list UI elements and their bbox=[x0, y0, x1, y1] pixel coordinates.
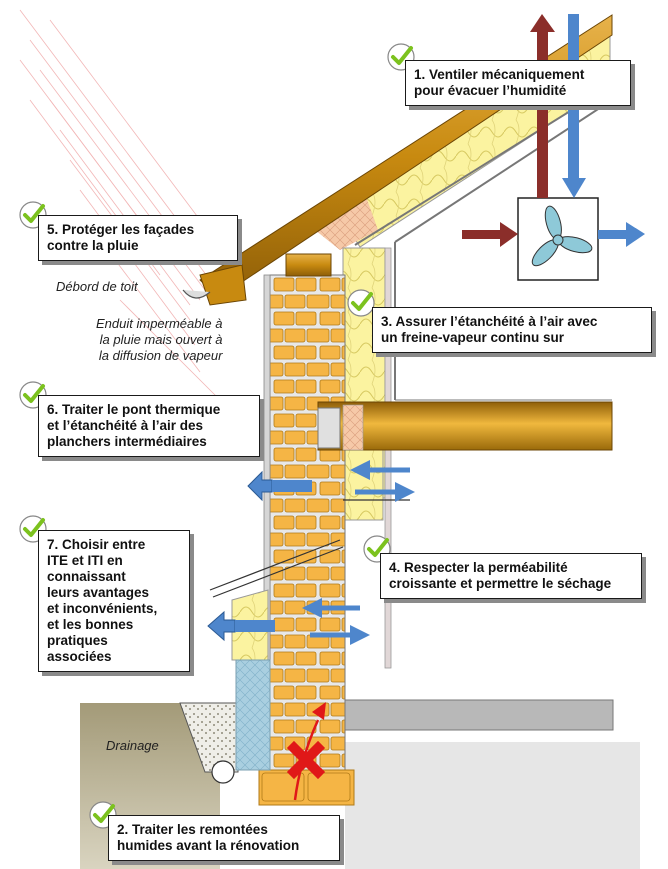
drainage-gravel bbox=[179, 702, 239, 773]
callout-4-line: croissante et permettre le séchage bbox=[389, 576, 612, 591]
wall-insulation-inner-low bbox=[342, 449, 384, 521]
label-enduit-line: la diffusion de vapeur bbox=[98, 348, 223, 363]
ground-right bbox=[345, 742, 640, 869]
rising-damp-arrow-head bbox=[312, 702, 326, 720]
callout-7-line: leurs avantages bbox=[47, 585, 150, 600]
callout-7-line: associées bbox=[47, 649, 112, 664]
ite-insulation-blue bbox=[235, 659, 271, 771]
fan-icon bbox=[531, 205, 593, 267]
floor-slab bbox=[344, 699, 614, 731]
vapour-strip bbox=[384, 247, 392, 669]
roof-fascia bbox=[199, 264, 247, 306]
callout-7-line: ITE et ITI en bbox=[47, 553, 123, 568]
callout-3-line: 3. Assurer l’étanchéité à l’air avec bbox=[381, 314, 598, 329]
callout-7-line: pratiques bbox=[47, 633, 108, 648]
label-enduit-line: la pluie mais ouvert à bbox=[99, 332, 223, 347]
callout-4-permeability: 4. Respecter la perméabilité croissante … bbox=[380, 553, 642, 599]
wall-cap-beam bbox=[285, 253, 332, 277]
check-icon bbox=[347, 289, 375, 317]
callout-6-thermal-bridge: 6. Traiter le pont thermique et l’étanch… bbox=[38, 395, 260, 457]
floor-beam-end bbox=[317, 407, 341, 449]
callout-2-line: 2. Traiter les remontées bbox=[117, 822, 268, 837]
callout-5-rain: 5. Protéger les façades contre la pluie bbox=[38, 215, 238, 261]
intake-red-head bbox=[500, 222, 518, 247]
slant-board-lower bbox=[209, 539, 344, 598]
footing-brick-a bbox=[261, 772, 305, 802]
callout-4-line: 4. Respecter la perméabilité bbox=[389, 560, 568, 575]
label-enduit: Enduit imperméable à la pluie mais ouver… bbox=[96, 316, 222, 364]
callout-2-rising-damp: 2. Traiter les remontées humides avant l… bbox=[108, 815, 340, 861]
intake-blue-head bbox=[562, 178, 586, 198]
arrow-out-lower bbox=[207, 610, 236, 642]
callout-7-line: connaissant bbox=[47, 569, 126, 584]
callout-1-ventilation: 1. Ventiler mécaniquement pour évacuer l… bbox=[405, 60, 631, 106]
arrow-out-lower-shaft bbox=[235, 620, 275, 632]
callout-7-ite-iti: 7. Choisir entre ITE et ITI en connaissa… bbox=[38, 530, 190, 672]
callout-7-line: 7. Choisir entre bbox=[47, 537, 146, 552]
intake-red-shaft bbox=[462, 230, 502, 239]
label-drainage-text: Drainage bbox=[106, 738, 159, 753]
callout-6-line: 6. Traiter le pont thermique bbox=[47, 402, 221, 417]
arrow-out-upper bbox=[247, 470, 273, 502]
exhaust-blue-shaft bbox=[598, 230, 628, 239]
callout-7-line: et les bonnes bbox=[47, 617, 134, 632]
label-drainage: Drainage bbox=[106, 738, 159, 754]
label-enduit-line: Enduit imperméable à bbox=[96, 316, 223, 331]
arrow-out-upper-shaft bbox=[272, 480, 312, 492]
callout-5-line: contre la pluie bbox=[47, 238, 139, 253]
footing-brick-b bbox=[307, 772, 351, 802]
callout-3-line: un freine-vapeur continu sur bbox=[381, 330, 565, 345]
callout-1-line: 1. Ventiler mécaniquement bbox=[414, 67, 585, 82]
callout-6-line: planchers intermédiaires bbox=[47, 434, 207, 449]
exhaust-blue-head bbox=[626, 222, 645, 247]
floor-beam bbox=[317, 401, 613, 451]
label-debord-de-toit: Débord de toit bbox=[56, 279, 138, 295]
exhaust-red-head bbox=[530, 14, 555, 32]
floor-beam-insul bbox=[342, 404, 364, 451]
cross-icon bbox=[286, 740, 326, 780]
callout-7-line: et inconvénients, bbox=[47, 601, 158, 616]
callout-3-airtightness: 3. Assurer l’étanchéité à l’air avec un … bbox=[372, 307, 652, 353]
callout-1-line: pour évacuer l’humidité bbox=[414, 83, 567, 98]
label-debord-text: Débord de toit bbox=[56, 279, 138, 294]
callout-2-line: humides avant la rénovation bbox=[117, 838, 300, 853]
vapour-arrows bbox=[207, 460, 415, 645]
brick-wall bbox=[269, 274, 346, 786]
check-icon bbox=[387, 43, 415, 71]
callout-5-line: 5. Protéger les façades bbox=[47, 222, 195, 237]
drain-pipe bbox=[211, 760, 235, 784]
exhaust-red-shaft bbox=[537, 30, 548, 198]
callout-6-line: et l’étanchéité à l’air des bbox=[47, 418, 204, 433]
gutter bbox=[182, 289, 211, 299]
